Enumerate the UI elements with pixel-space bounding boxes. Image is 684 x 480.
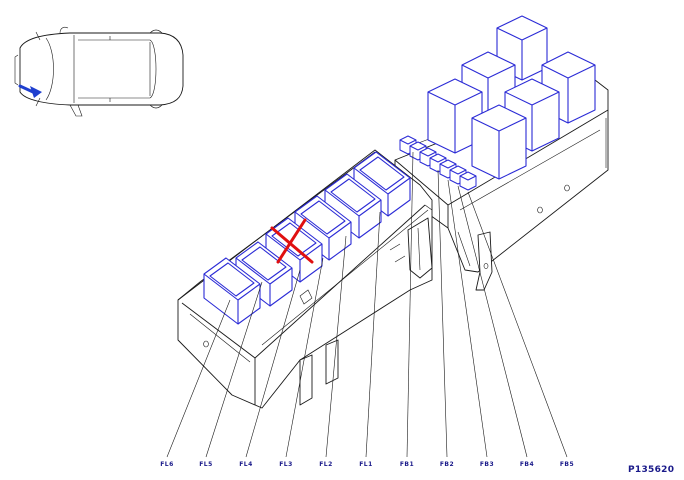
leader-line-fl2: [325, 235, 347, 458]
leader-line-fl4: [245, 269, 301, 458]
mini-fuse-fb5: [459, 171, 477, 191]
fuse-label-row: FL6 FL5 FL4 FL3 FL2 FL1 FB1 FB2 FB3 FB4 FB5: [160, 461, 574, 468]
leader-line-fl5: [205, 281, 263, 458]
relay: [427, 78, 483, 154]
relay: [471, 104, 527, 180]
leader-line-fl3: [285, 257, 324, 458]
fuse-fl1: [353, 151, 411, 217]
fuse-fl6: [203, 257, 261, 325]
mini-fuse-row: [399, 135, 477, 191]
leader-line-fb4: [457, 185, 528, 458]
fuse-label-fl5: FL5: [199, 461, 213, 468]
blue-arrow-icon: [18, 84, 42, 98]
fuse-label-fb5: FB5: [560, 461, 574, 468]
fuse-label-fl3: FL3: [279, 461, 293, 468]
relay-block: [427, 15, 596, 180]
fuse-label-fl6: FL6: [160, 461, 174, 468]
leader-line-fb3: [447, 179, 488, 458]
fuse-label-fl1: FL1: [359, 461, 373, 468]
vehicle-top-view-icon: [14, 26, 184, 117]
leader-lines: [166, 151, 568, 458]
fuse-label-fl4: FL4: [239, 461, 253, 468]
fuse-label-fb3: FB3: [480, 461, 494, 468]
fuse-label-fb1: FB1: [400, 461, 414, 468]
leader-line-fb1: [406, 151, 414, 458]
fuse-label-fb2: FB2: [440, 461, 454, 468]
leader-line-fb2: [437, 169, 448, 458]
leader-line-fl1: [365, 211, 381, 458]
reference-code: P135620: [628, 465, 674, 475]
fuse-label-fl2: FL2: [319, 461, 333, 468]
fuse-label-fb4: FB4: [520, 461, 534, 468]
maxi-fuse-row: [203, 151, 411, 325]
leader-line-fl6: [166, 299, 231, 458]
red-x-icon: [270, 218, 314, 264]
leader-line-fb5: [467, 191, 568, 458]
